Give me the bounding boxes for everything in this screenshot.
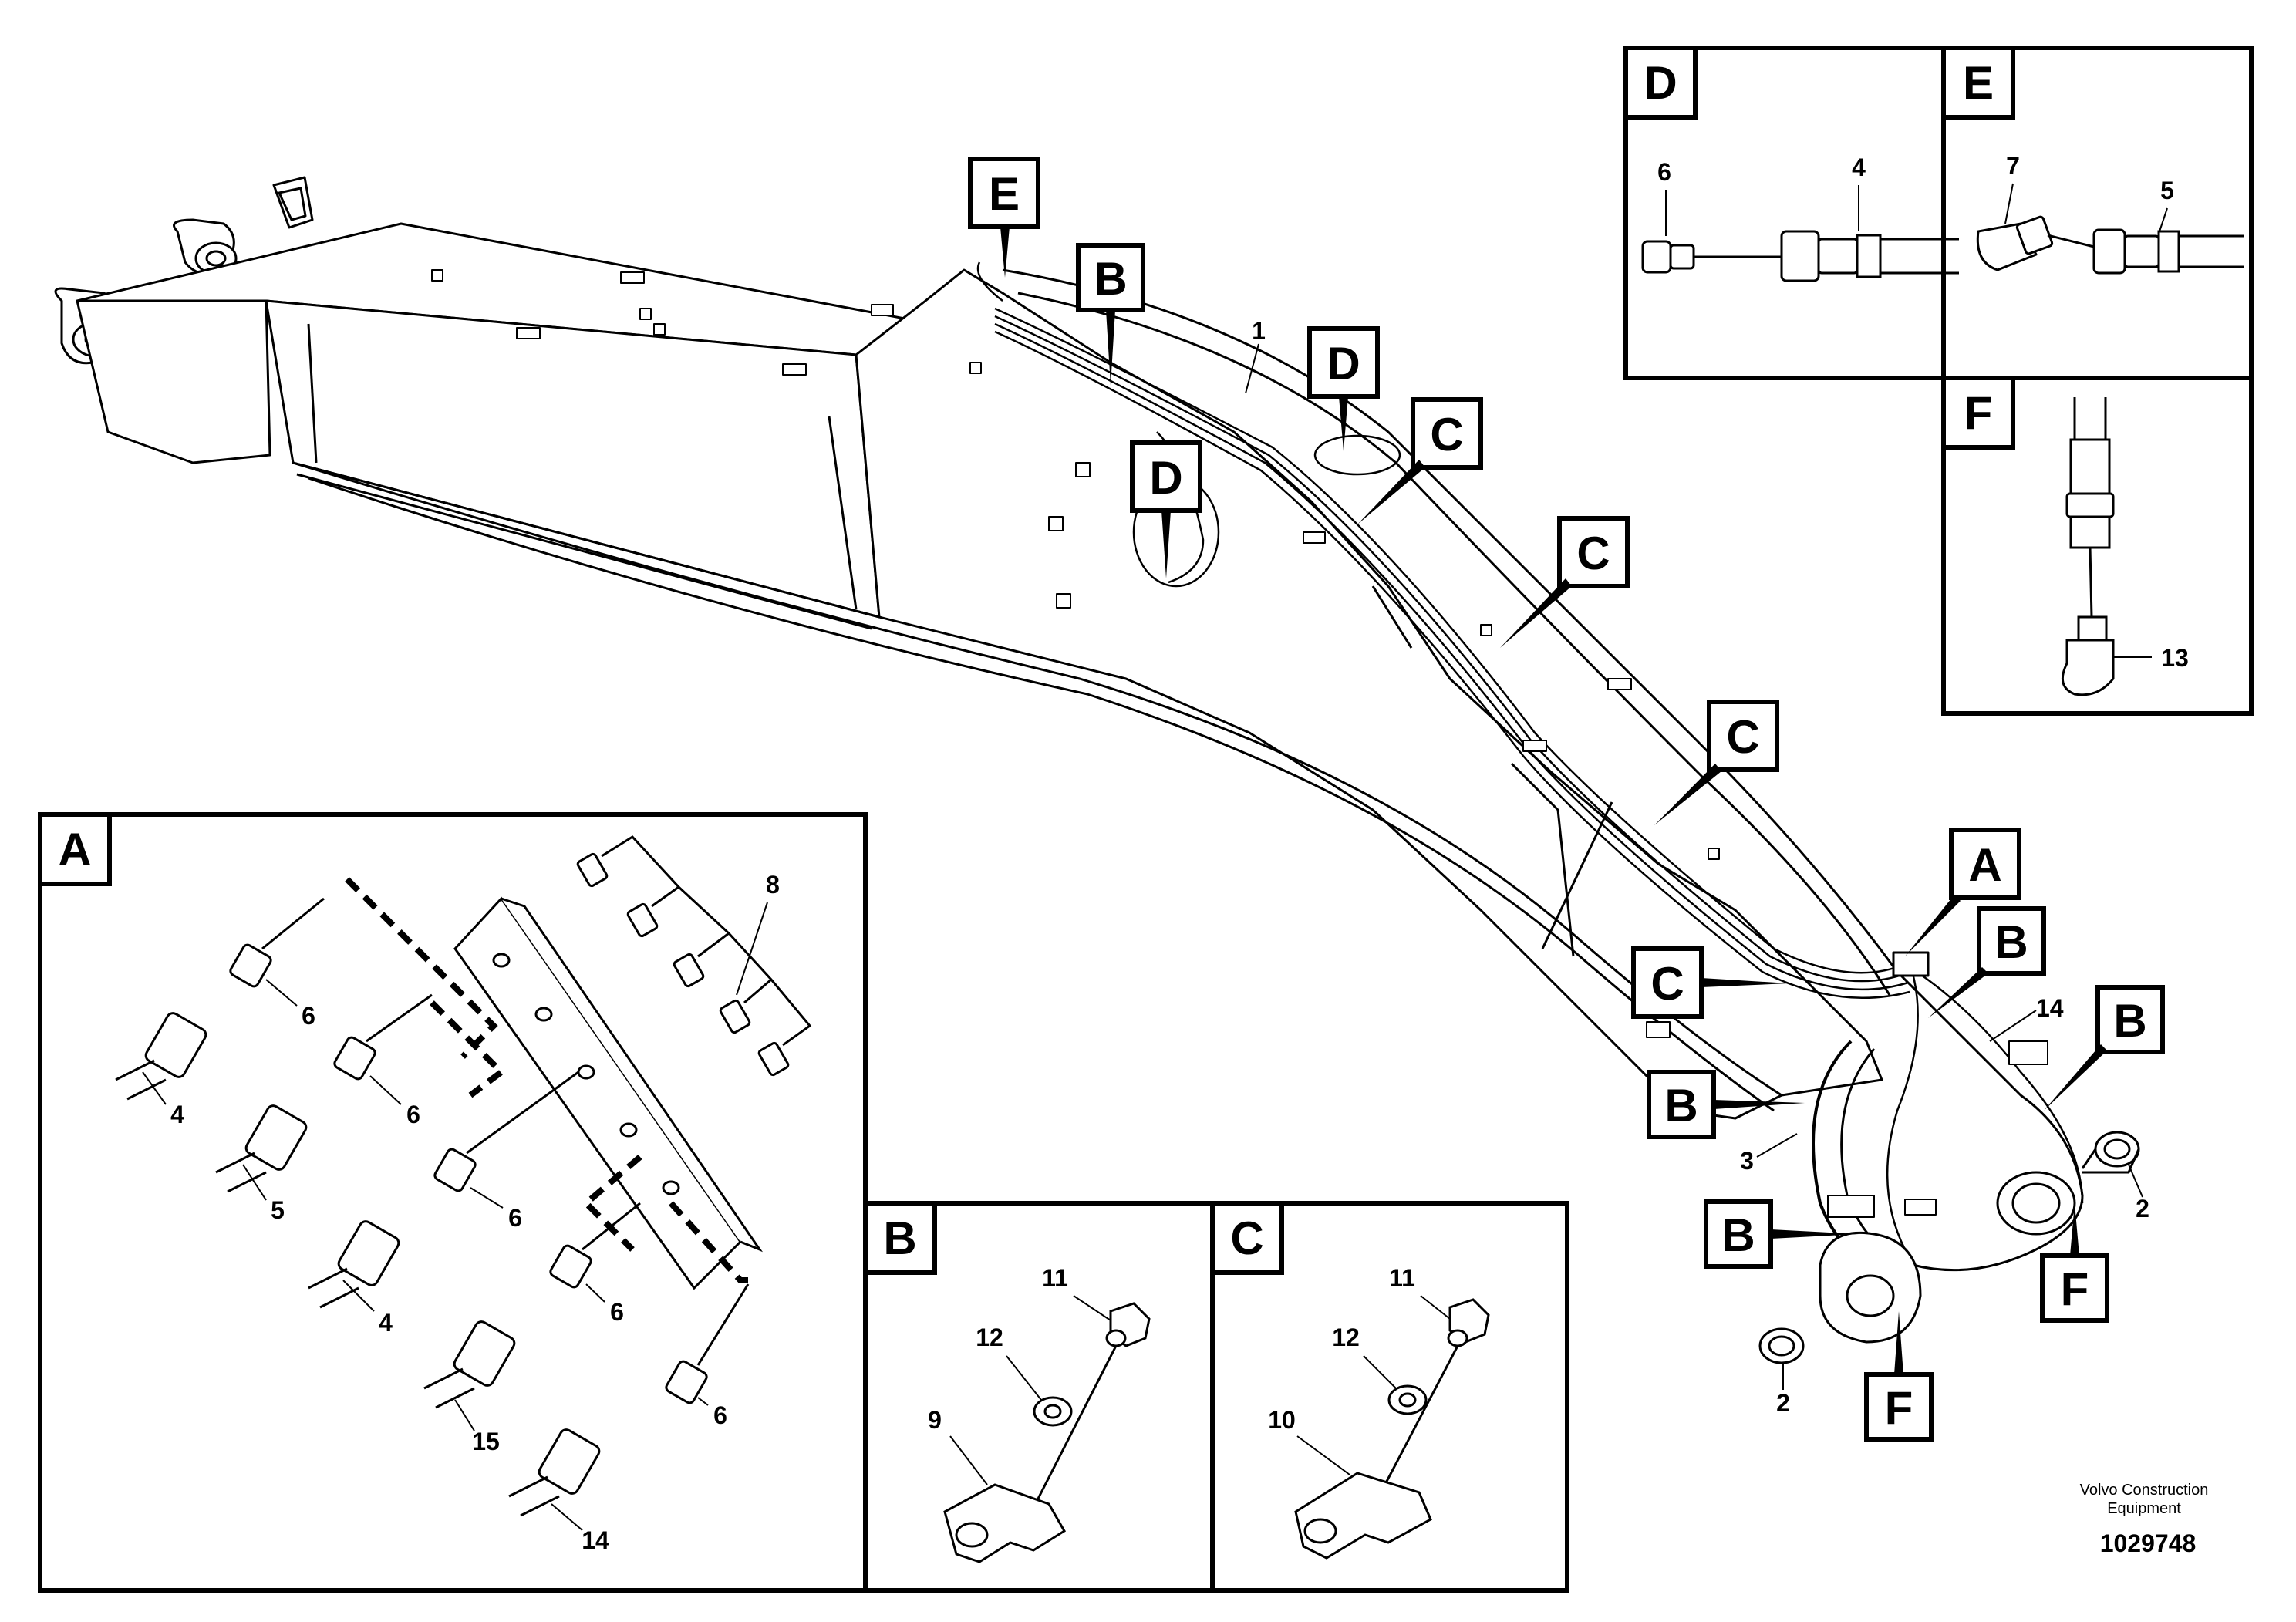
svg-text:F: F [1885,1382,1913,1434]
callout-c-1: C [1357,397,1483,524]
svg-text:E: E [989,168,1020,220]
detail-d: D 6 4 [1623,46,1959,282]
bushing-item-2 [1758,1131,2140,1364]
svg-text:C: C [1726,711,1759,763]
detail-a-labels: 8 6 6 6 6 6 4 5 4 15 14 [142,871,780,1554]
callout-f-2: F [1864,1311,1934,1442]
detail-b: B 11 12 9 [863,1201,1215,1593]
footer: Volvo Construction Equipment 1029748 [2080,1482,2209,1557]
svg-text:4: 4 [170,1101,184,1128]
svg-text:12: 12 [976,1324,1003,1351]
svg-text:B: B [2113,995,2146,1047]
svg-text:D: D [1149,452,1182,504]
svg-text:1: 1 [1252,317,1266,345]
svg-text:13: 13 [2161,644,2189,672]
svg-text:6: 6 [713,1401,727,1429]
main-part-numbers: 1 14 3 2 2 [1245,317,2149,1417]
svg-text:15: 15 [472,1428,500,1455]
svg-text:4: 4 [1852,153,1866,181]
svg-text:6: 6 [302,1002,315,1030]
svg-text:6: 6 [610,1298,624,1326]
detail-f: F 13 [1941,376,2189,696]
detail-a: A [38,812,868,1593]
callout-c-2: C [1500,516,1630,648]
svg-text:3: 3 [1740,1147,1754,1175]
boom-drawing [54,176,2140,1364]
callout-e: E [968,157,1040,278]
drawing-number: 1029748 [2100,1529,2197,1557]
svg-text:7: 7 [2006,152,2020,180]
svg-text:2: 2 [2136,1195,2149,1222]
boom-lugs [516,271,2048,1218]
svg-text:14: 14 [2036,994,2064,1022]
callout-b-3: B [2044,985,2165,1111]
callout-c-3: C [1654,700,1779,825]
callout-b-4: B [1647,1070,1805,1139]
svg-text:C: C [1430,409,1463,460]
svg-text:B: B [883,1212,916,1264]
detail-e: E 7 5 [1941,46,2244,275]
svg-text:6: 6 [508,1204,522,1232]
detail-c: C 11 12 10 [1210,1201,1569,1593]
callout-d-left: D [1130,440,1202,578]
svg-text:10: 10 [1268,1406,1296,1434]
callout-b-2: B [1928,906,2046,1018]
svg-text:4: 4 [379,1309,393,1337]
svg-text:B: B [1721,1209,1755,1261]
svg-text:14: 14 [582,1526,609,1554]
svg-text:A: A [1968,839,2001,891]
callout-c-4: C [1631,946,1789,1019]
company-name-line2: Equipment [2107,1500,2181,1517]
detail-def-frame [1623,46,2254,716]
svg-text:C: C [1576,528,1610,579]
callout-d-right: D [1307,326,1380,451]
svg-text:B: B [1664,1080,1698,1131]
callout-b-top: B [1076,243,1145,386]
svg-text:D: D [1327,338,1360,389]
svg-text:F: F [2061,1263,2089,1315]
hose-run [976,261,2084,1250]
svg-text:9: 9 [928,1406,942,1434]
svg-text:8: 8 [766,871,780,899]
svg-text:2: 2 [1776,1389,1790,1417]
svg-text:F: F [1964,387,1993,439]
svg-text:5: 5 [271,1196,285,1224]
callout-f-1: F [2040,1203,2109,1323]
side-bosses [431,269,1720,860]
svg-text:C: C [1230,1212,1263,1264]
callout-a: A [1905,828,2021,956]
svg-text:D: D [1644,57,1677,109]
svg-text:B: B [1094,253,1127,305]
main-callouts: E B D D C C [968,157,2165,1442]
svg-text:11: 11 [1389,1264,1415,1292]
svg-text:12: 12 [1332,1324,1360,1351]
svg-text:6: 6 [406,1101,420,1128]
company-name-line1: Volvo Construction [2080,1482,2209,1499]
svg-text:E: E [1963,57,1994,109]
svg-text:5: 5 [2160,177,2174,204]
svg-text:A: A [58,824,91,875]
svg-text:11: 11 [1042,1264,1068,1292]
svg-text:C: C [1650,958,1684,1010]
svg-text:B: B [1994,916,2028,968]
callout-b-5: B [1704,1199,1859,1269]
manifold-block [1892,951,1930,977]
svg-text:6: 6 [1657,158,1671,186]
